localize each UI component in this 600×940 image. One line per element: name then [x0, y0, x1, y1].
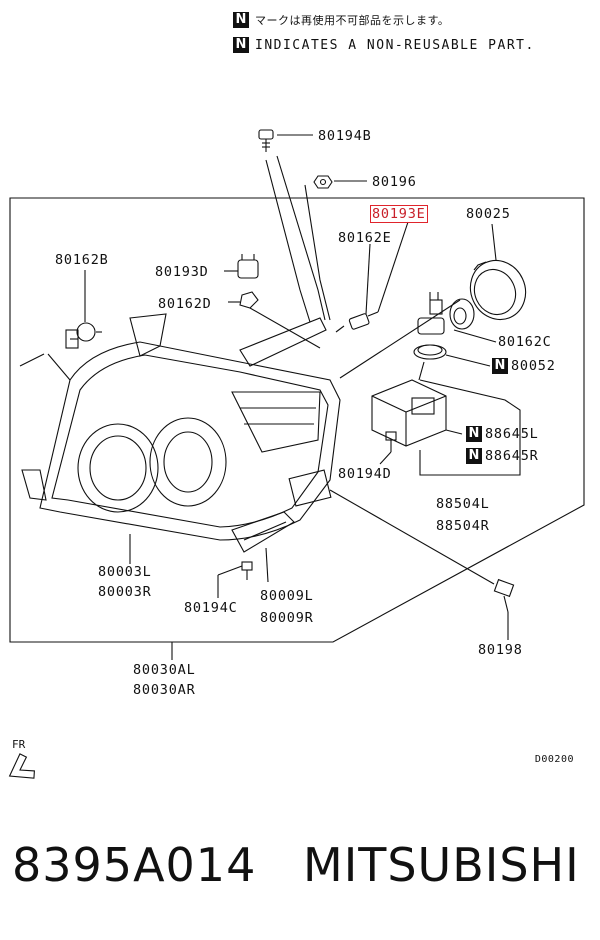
- note-japanese: N マークは再使用不可部品を示します。: [233, 12, 449, 28]
- label-80030al: 80030AL: [133, 662, 196, 678]
- bolt-80198-icon: [493, 578, 515, 613]
- label-88645l: N 88645L: [466, 426, 539, 442]
- label-80162b: 80162B: [55, 252, 109, 268]
- label-88645l-text: 88645L: [485, 426, 539, 442]
- label-88504r: 88504R: [436, 518, 490, 534]
- label-88645r: N 88645R: [466, 448, 539, 464]
- label-80162c: 80162C: [498, 334, 552, 350]
- note-english: N INDICATES A NON-REUSABLE PART.: [233, 37, 535, 53]
- label-80193e: 80193E: [370, 205, 428, 223]
- label-80009l: 80009L: [260, 588, 314, 604]
- part-number: 8395A014: [12, 838, 257, 892]
- label-80194b: 80194B: [318, 128, 372, 144]
- front-arrow-icon: [8, 753, 35, 779]
- bulb-80162d-icon: [239, 291, 259, 309]
- front-direction-label: FR: [12, 738, 26, 751]
- label-80009r: 80009R: [260, 610, 314, 626]
- socket-80193d-icon: [237, 254, 259, 279]
- non-reusable-badge: N: [233, 12, 249, 28]
- label-80025: 80025: [466, 206, 511, 222]
- note-japanese-text: マークは再使用不可部品を示します。: [255, 14, 450, 27]
- label-80052-text: 80052: [511, 358, 556, 374]
- drawing-code: D00200: [534, 754, 574, 765]
- label-80162d: 80162D: [158, 296, 212, 312]
- screw-80194c-icon: [241, 561, 253, 580]
- coil-80052-icon: [413, 344, 447, 360]
- note-english-text: INDICATES A NON-REUSABLE PART.: [255, 37, 535, 53]
- label-80193d: 80193D: [155, 264, 209, 280]
- label-88645r-text: 88645R: [485, 448, 539, 464]
- assembly-frame: [9, 197, 585, 643]
- label-88504l: 88504L: [436, 496, 490, 512]
- bolt-80194b-icon: [258, 129, 274, 152]
- nut-80196-icon: [313, 175, 333, 189]
- bulb-80162c-icon: [417, 292, 475, 335]
- cap-80025-icon: [469, 259, 527, 321]
- bulb-80162e-icon: [335, 311, 379, 333]
- screw-80194d-icon: [385, 431, 397, 452]
- label-80052: N 80052: [492, 358, 556, 374]
- label-80196: 80196: [372, 174, 417, 190]
- bulb-80162b-icon: [65, 322, 102, 349]
- label-80198: 80198: [478, 642, 523, 658]
- label-80030ar: 80030AR: [133, 682, 196, 698]
- non-reusable-badge: N: [466, 426, 482, 442]
- bracket-80009-icon: [231, 511, 295, 553]
- brand-name: MITSUBISHI: [303, 838, 580, 892]
- label-80003r: 80003R: [98, 584, 152, 600]
- label-80194d: 80194D: [338, 466, 392, 482]
- label-80003l: 80003L: [98, 564, 152, 580]
- label-80162e: 80162E: [338, 230, 392, 246]
- non-reusable-badge: N: [466, 448, 482, 464]
- ballast-88504-icon: [371, 361, 447, 447]
- non-reusable-badge: N: [233, 37, 249, 53]
- non-reusable-badge: N: [492, 358, 508, 374]
- label-80194c: 80194C: [184, 600, 238, 616]
